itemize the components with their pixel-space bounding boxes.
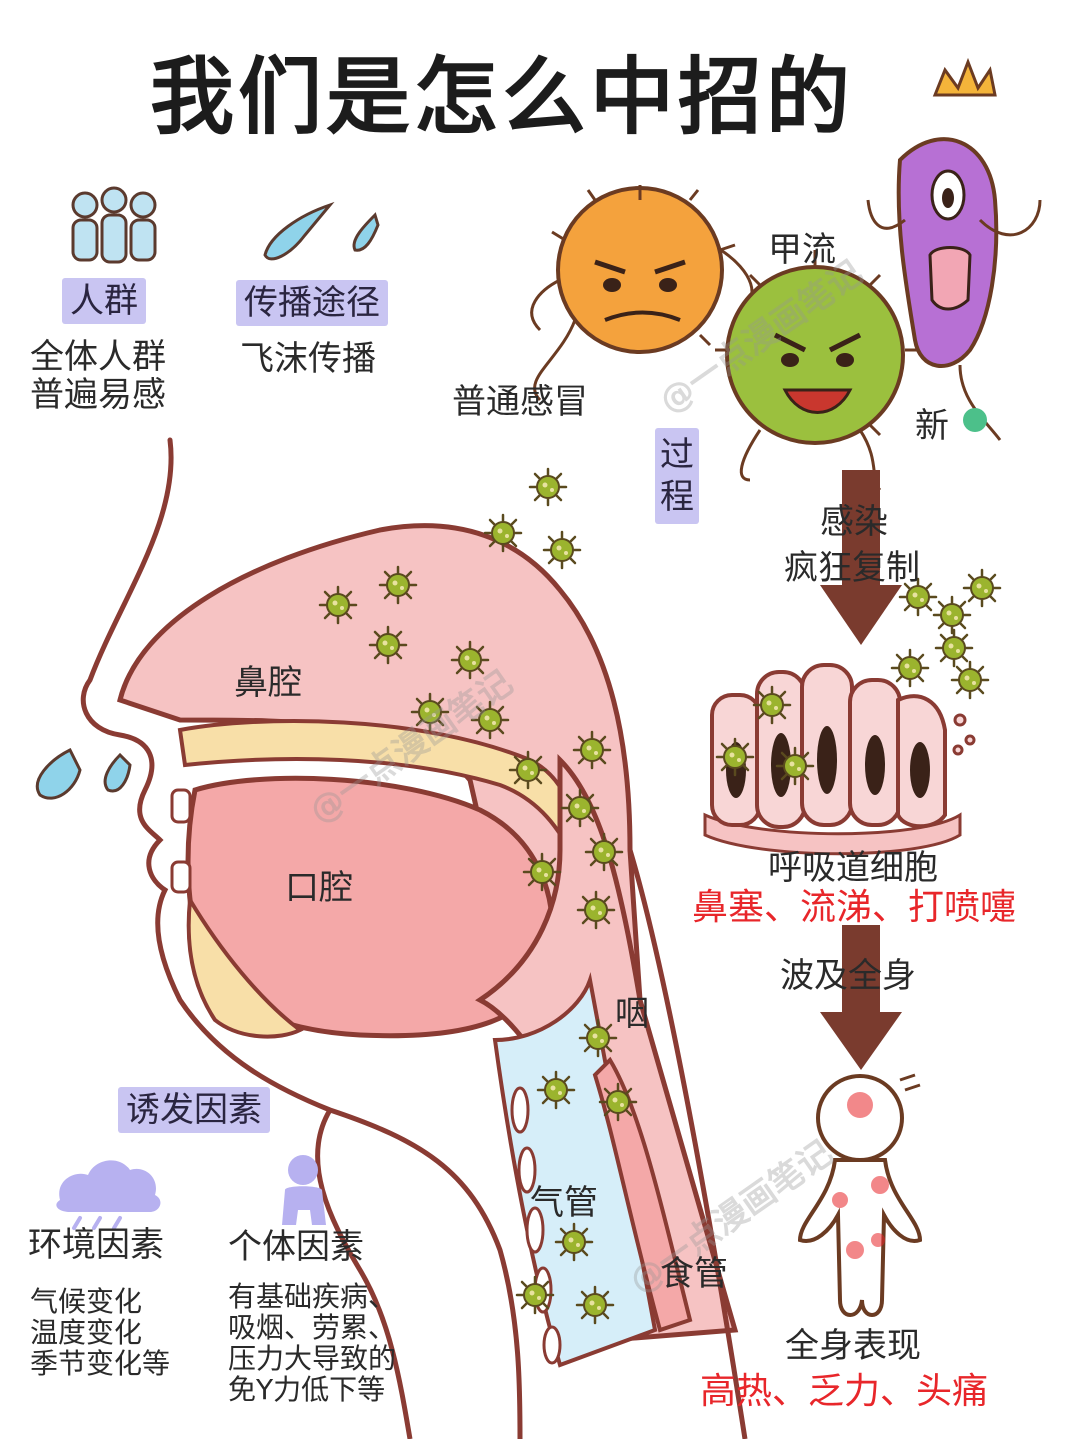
person-icon-graphic xyxy=(282,1155,326,1225)
droplet-icon-graphic xyxy=(263,201,380,261)
individual-factor-line-2: 吸烟、劳累、 xyxy=(228,1311,397,1344)
face-profile xyxy=(80,437,523,1439)
env-factor-line-2: 温度变化 xyxy=(30,1316,143,1349)
people-icon-graphic xyxy=(71,186,157,264)
virus-label-common-cold: 普通感冒 xyxy=(452,382,588,422)
respiratory-cells xyxy=(703,663,976,856)
env-factor-line-1: 气候变化 xyxy=(30,1285,143,1318)
virus-characters xyxy=(530,57,1042,492)
flow-infect: 感染 xyxy=(820,502,888,542)
flow-cells-symptoms: 鼻塞、流涕、打喷嚏 xyxy=(692,887,1017,928)
flow-arrows xyxy=(820,470,902,1070)
process-tag: 过程 xyxy=(655,428,699,524)
esophagus-shape xyxy=(592,1056,693,1333)
flow-spread: 波及全身 xyxy=(780,956,916,996)
individual-factor-line-4: 免Y力低下等 xyxy=(228,1373,386,1406)
flow-systemic-symptoms: 高热、乏力、头痛 xyxy=(700,1371,989,1412)
flow-systemic: 全身表现 xyxy=(785,1326,921,1366)
anatomy-esophagus-label: 食管 xyxy=(660,1254,728,1294)
individual-factor-line-1: 有基础疾病、 xyxy=(228,1280,397,1313)
crowd-line-1: 全体人群 xyxy=(30,337,166,377)
individual-factor-title: 个体因素 xyxy=(228,1227,364,1267)
head-cross-section xyxy=(80,437,748,1439)
jaw-shape xyxy=(186,893,304,1039)
env-factor-line-3: 季节变化等 xyxy=(30,1347,171,1380)
triggers-tag: 诱发因素 xyxy=(118,1087,270,1133)
crowd-tag: 人群 xyxy=(62,278,146,324)
virus-label-new: 新 xyxy=(915,406,949,446)
individual-factor-line-3: 压力大导致的 xyxy=(228,1342,397,1375)
anatomy-pharynx-label: 咽 xyxy=(615,994,649,1034)
anatomy-trachea-label: 气管 xyxy=(530,1183,598,1223)
route-tag: 传播途径 xyxy=(236,280,388,326)
anatomy-nasal-label: 鼻腔 xyxy=(234,663,302,703)
page-title: 我们是怎么中招的 xyxy=(150,48,855,146)
route-text: 飞沫传播 xyxy=(240,339,376,379)
flow-cells: 呼吸道细胞 xyxy=(768,848,938,888)
virus-label-flu-a: 甲流 xyxy=(768,230,836,270)
droplets-nose xyxy=(35,747,132,800)
env-factor-title: 环境因素 xyxy=(28,1225,164,1265)
flow-replicate: 疯狂复制 xyxy=(784,548,920,588)
anatomy-oral-label: 口腔 xyxy=(285,868,353,908)
cloud-icon-graphic xyxy=(56,1160,161,1230)
crowd-line-2: 普遍易感 xyxy=(30,375,166,415)
